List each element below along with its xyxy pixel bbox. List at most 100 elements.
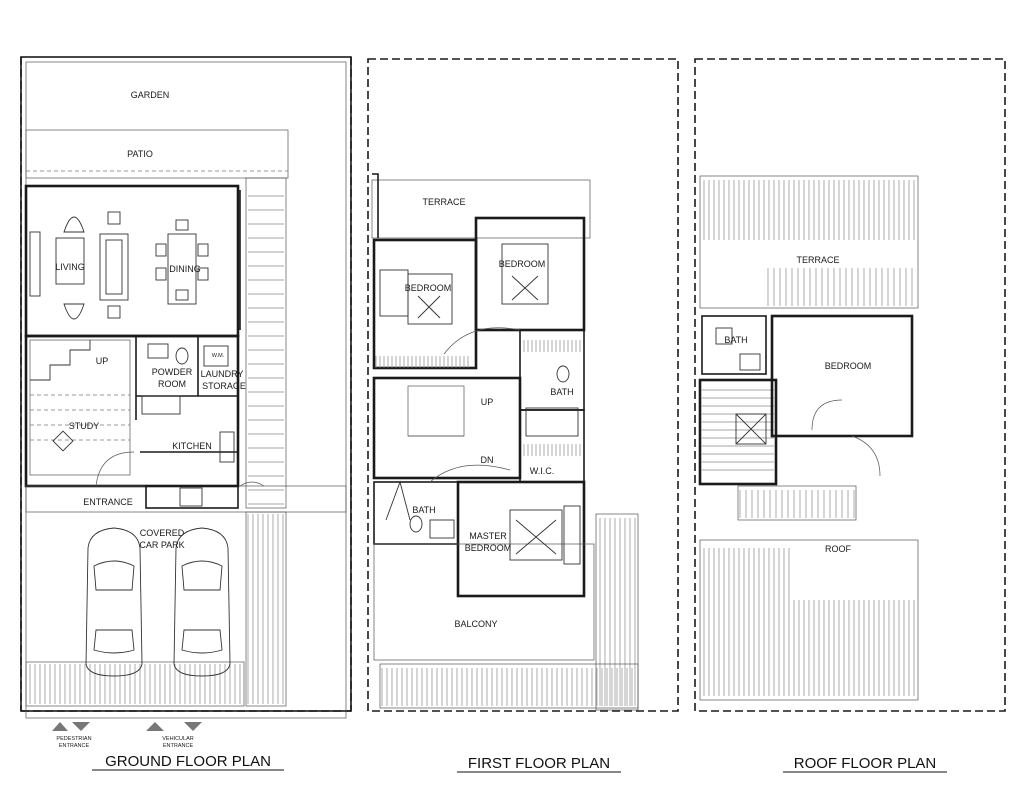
roof-area	[699, 539, 919, 701]
label-master-1: MASTER	[469, 531, 507, 541]
ground-service-walls	[24, 334, 240, 488]
label-first-terrace: TERRACE	[422, 197, 465, 207]
dining-table	[167, 233, 197, 305]
patio-outline	[25, 129, 289, 179]
label-vehicular-1: VEHICULAR	[162, 736, 194, 742]
ground-staircase	[29, 339, 131, 476]
label-pedestrian-2: ENTRANCE	[59, 743, 90, 749]
kitchen-sink	[219, 431, 235, 463]
label-first-bath-2: BATH	[412, 505, 435, 515]
first-door-swing-2	[429, 464, 511, 483]
first-plot-boundary	[367, 58, 679, 712]
label-entrance: ENTRANCE	[83, 497, 133, 507]
first-toilet-2	[409, 515, 423, 533]
label-patio: PATIO	[127, 149, 153, 159]
roof-sink	[739, 353, 761, 371]
first-bath-door	[385, 480, 411, 521]
armchair-top	[63, 216, 85, 233]
ground-side-path	[245, 177, 287, 509]
master-bed	[509, 505, 581, 565]
cooktop	[179, 487, 203, 507]
label-first-up: UP	[481, 397, 494, 407]
label-powder-2: ROOM	[158, 379, 186, 389]
bedroom-2-walls	[474, 216, 586, 332]
label-up: UP	[96, 356, 109, 366]
label-vehicular-2: ENTRANCE	[163, 743, 194, 749]
first-toilet	[556, 365, 570, 383]
label-garden: GARDEN	[131, 90, 170, 100]
roof-skylight	[735, 413, 767, 445]
label-bedroom-2: BEDROOM	[499, 259, 546, 269]
roof-stair-walls	[698, 378, 778, 486]
label-kitchen: KITCHEN	[172, 441, 212, 451]
label-first-bath-1: BATH	[550, 387, 573, 397]
washing-machine	[203, 345, 229, 367]
label-laundry-1: LAUNDRY	[201, 369, 244, 379]
label-car-park-1: COVERED	[140, 528, 185, 538]
ground-plot-boundary	[20, 56, 352, 712]
first-floor-plan: TERRACE BEDROOM BEDROOM BATH UP DN W.I.C…	[367, 58, 679, 773]
car-2	[173, 527, 231, 677]
label-bedroom-1: BEDROOM	[405, 283, 452, 293]
arrow-up-icon	[146, 722, 164, 731]
label-roof-bath: BATH	[724, 335, 747, 345]
roof-door-swing-2	[851, 435, 881, 477]
armchair-bottom	[63, 303, 85, 320]
label-powder-1: POWDER	[152, 367, 193, 377]
side-door-swing	[239, 481, 265, 487]
label-first-dn: DN	[481, 455, 494, 465]
bedroom-1-walls	[372, 238, 478, 370]
ground-floor-plan: GARDEN PATIO LIVING DINING UP POWDER ROO…	[20, 56, 352, 771]
first-staircase	[407, 385, 465, 437]
label-wm: W.M.	[212, 353, 225, 359]
label-wic: W.I.C.	[530, 466, 555, 476]
label-laundry-2: STORAGE	[202, 381, 246, 391]
label-roof-bedroom: BEDROOM	[825, 361, 872, 371]
sofa-left	[55, 237, 85, 285]
powder-sink	[147, 343, 169, 359]
first-terrace	[371, 179, 591, 239]
living-room-walls	[24, 184, 240, 338]
roof-plot-boundary	[694, 58, 1006, 712]
entrance-door-swing	[95, 451, 135, 487]
label-roof: ROOF	[825, 544, 852, 554]
living-furniture	[29, 211, 209, 320]
roof-door-swing	[811, 399, 843, 431]
roof-bath-walls	[701, 315, 767, 375]
study-chair	[52, 430, 74, 452]
car-1	[85, 527, 143, 677]
arrow-down-icon	[72, 722, 90, 731]
bed-1	[379, 269, 453, 325]
label-car-park-2: CAR PARK	[139, 540, 184, 550]
first-door-swing	[443, 327, 521, 355]
master-bedroom-walls	[456, 480, 586, 598]
arrow-up-icon	[52, 722, 68, 731]
label-living: LIVING	[55, 262, 85, 272]
roof-toilet	[715, 327, 733, 345]
label-pedestrian-1: PEDESTRIAN	[56, 736, 91, 742]
kitchen-counter	[141, 395, 181, 415]
ground-floor-title: GROUND FLOOR PLAN	[105, 753, 271, 770]
roof-floor-title: ROOF FLOOR PLAN	[794, 755, 937, 772]
bed-2	[501, 243, 549, 305]
label-roof-terrace: TERRACE	[796, 255, 839, 265]
label-study: STUDY	[69, 421, 100, 431]
ground-inner-line	[25, 61, 347, 719]
arrow-down-icon	[184, 722, 202, 731]
bathtub	[525, 407, 579, 437]
pedestrian-entrance-marker	[52, 722, 90, 731]
powder-toilet	[175, 347, 189, 365]
kitchen-front-wall	[145, 485, 239, 509]
sofa	[99, 233, 129, 301]
roof-stair-landing	[737, 485, 857, 521]
roof-bedroom-walls	[770, 314, 914, 438]
car-park	[25, 195, 287, 707]
roof-floor-plan: TERRACE BATH BEDROOM ROOF ROOF FLOOR PLA…	[694, 58, 1006, 773]
vehicular-entrance-marker	[146, 722, 202, 731]
first-stair-walls	[372, 376, 522, 480]
label-balcony: BALCONY	[454, 619, 497, 629]
label-dining: DINING	[169, 264, 201, 274]
balcony-area	[373, 543, 595, 661]
